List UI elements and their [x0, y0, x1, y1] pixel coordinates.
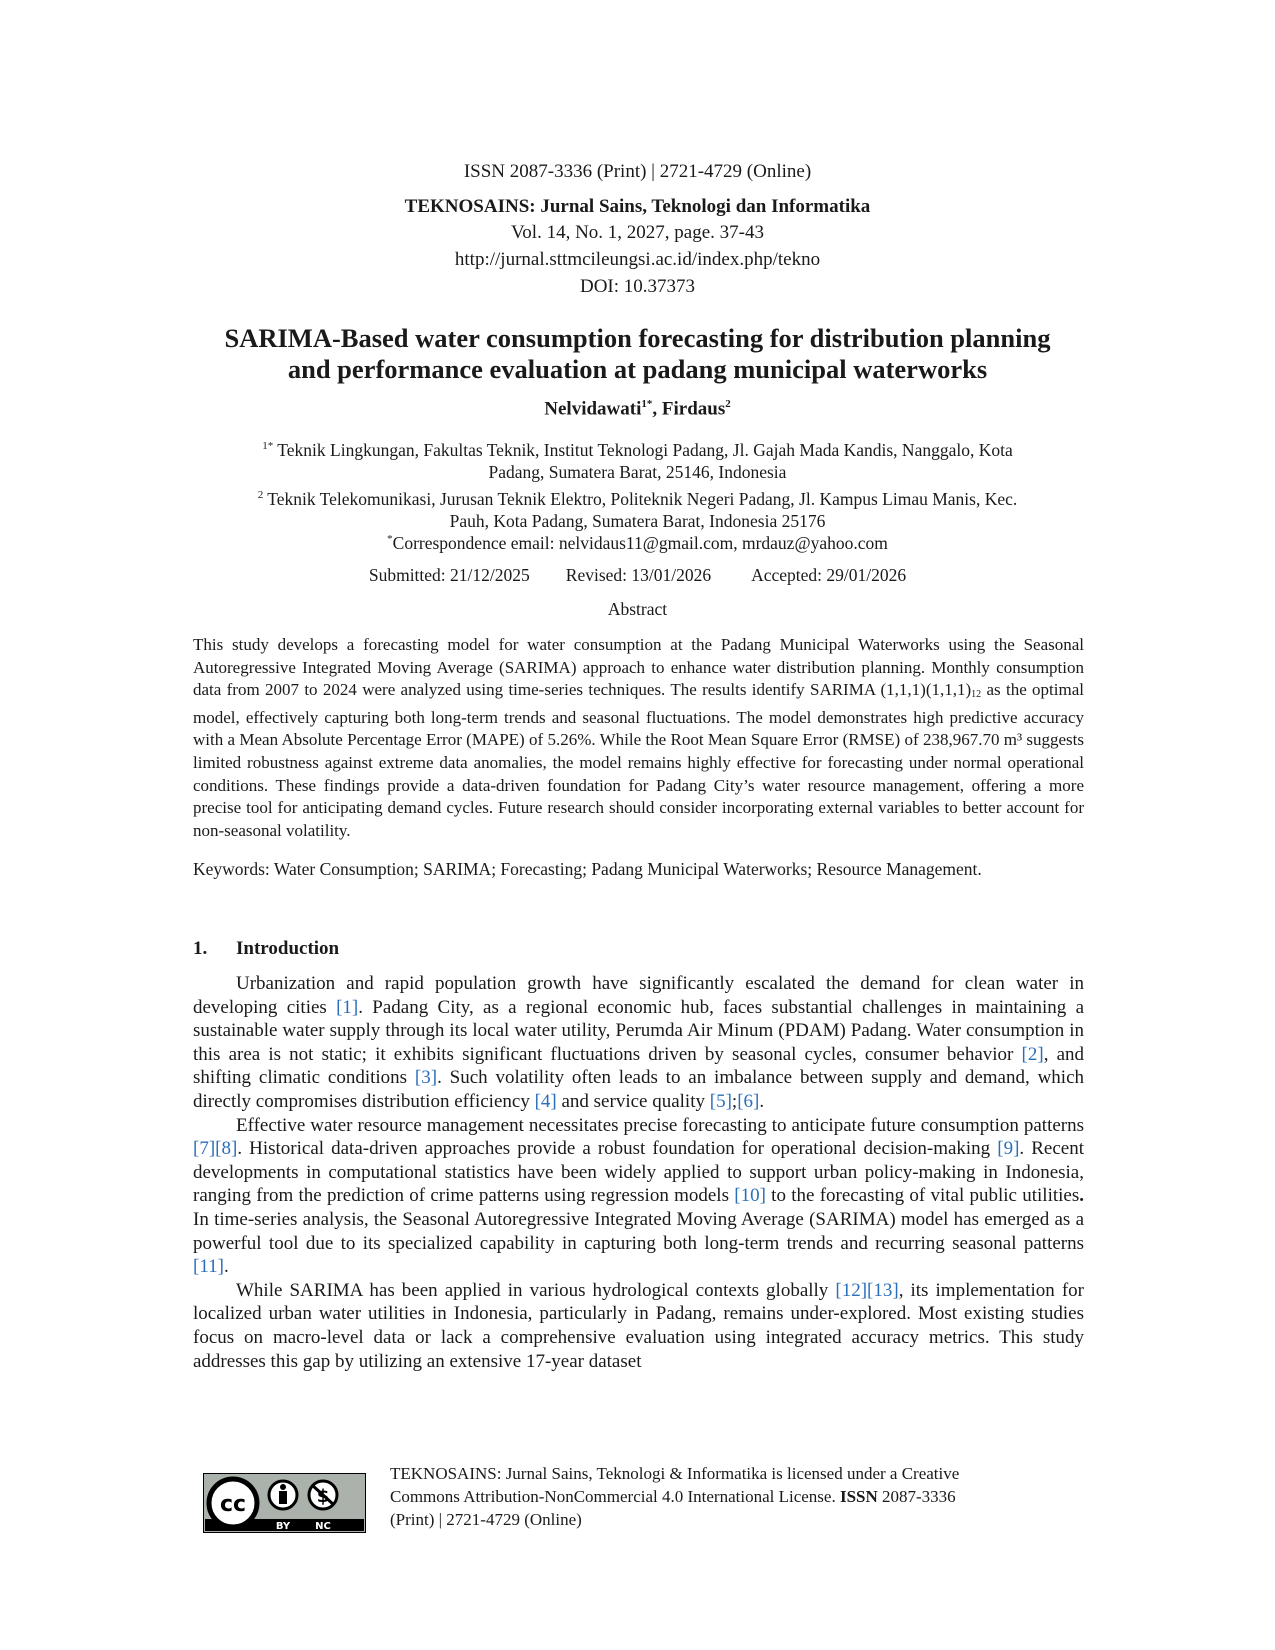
license-line: TEKNOSAINS: Jurnal Sains, Teknologi & In… — [390, 1464, 960, 1483]
section-title: Introduction — [236, 938, 340, 959]
journal-name: TEKNOSAINS: Jurnal Sains, Teknologi dan … — [404, 196, 871, 217]
license-line: (Print) | 2721-4729 (Online) — [390, 1510, 582, 1529]
correspondence-text: Correspondence email: nelvidaus11@gmail.… — [392, 533, 888, 553]
license-footer: TEKNOSAINS: Jurnal Sains, Teknologi & In… — [390, 1462, 1070, 1531]
paper-title: SARIMA-Based water consumption forecasti… — [0, 323, 1275, 385]
section-heading-introduction: 1. Introduction — [193, 938, 339, 960]
affiliation-mark: 2 — [257, 488, 264, 501]
nc-badge-text: NC — [315, 1521, 331, 1532]
accepted-date: Accepted: 29/01/2026 — [751, 565, 907, 585]
section-number: 1. — [193, 938, 208, 959]
license-line: Commons Attribution-NonCommercial 4.0 In… — [390, 1487, 956, 1506]
volume-info: Vol. 14, No. 1, 2027, page. 37-43 — [511, 222, 764, 243]
citation-link[interactable]: [10] — [734, 1185, 766, 1207]
citation-link[interactable]: [3] — [414, 1067, 438, 1089]
affiliation-1-line1: 1* Teknik Lingkungan, Fakultas Teknik, I… — [0, 435, 1275, 461]
author-affiliation-mark: 2 — [725, 398, 731, 410]
submitted-date: Submitted: 21/12/2025 — [368, 565, 530, 585]
abstract-heading: Abstract — [607, 599, 668, 619]
correspondence-email: *Correspondence email: nelvidaus11@gmail… — [0, 533, 1275, 554]
cc-by-nc-license-icon[interactable]: cc $ BY NC — [203, 1473, 366, 1533]
journal-url[interactable]: http://jurnal.sttmcileungsi.ac.id/index.… — [454, 249, 821, 270]
citation-link[interactable]: [12][13] — [835, 1279, 899, 1301]
abstract-text-part: This study develops a forecasting model … — [193, 635, 1084, 700]
author-separator: , — [652, 398, 662, 420]
cc-badge-text: cc — [220, 1492, 246, 1517]
author-list: Nelvidawati1*, Firdaus2 — [0, 398, 1275, 420]
citation-link[interactable]: [4] — [534, 1090, 557, 1112]
affiliation-2-line2: Pauh, Kota Padang, Sumatera Barat, Indon… — [449, 511, 826, 532]
introduction-body: Urbanization and rapid population growth… — [193, 972, 1084, 1373]
citation-link[interactable]: [2] — [1021, 1043, 1044, 1065]
citation-link[interactable]: [7][8] — [193, 1138, 238, 1160]
correspondence-mark: * — [387, 533, 393, 546]
doi[interactable]: DOI: 10.37373 — [579, 276, 696, 297]
affiliation-text: Teknik Telekomunikasi, Jurusan Teknik El… — [263, 488, 1018, 509]
paper-title-line2: and performance evaluation at padang mun… — [287, 354, 988, 384]
abstract-text: This study develops a forecasting model … — [193, 634, 1084, 842]
author-affiliation-mark: 1* — [641, 398, 653, 410]
citation-link[interactable]: [11] — [193, 1256, 224, 1278]
author-name: Firdaus — [661, 398, 726, 420]
submission-dates: Submitted: 21/12/2025 Revised: 13/01/2026… — [0, 565, 1275, 586]
affiliation-text: Teknik Lingkungan, Fakultas Teknik, Inst… — [273, 439, 1013, 460]
revised-date: Revised: 13/01/2026 — [565, 565, 712, 585]
affiliation-mark: 1* — [262, 440, 274, 452]
abstract-text-part: as the optimal model, effectively captur… — [193, 680, 1084, 840]
paragraph: Effective water resource management nece… — [193, 1114, 1084, 1278]
citation-link[interactable]: [5] — [709, 1090, 732, 1112]
issn-line: ISSN 2087-3336 (Print) | 2721-4729 (Onli… — [463, 161, 812, 182]
seasonal-period-subscript: 12 — [971, 689, 982, 701]
paper-title-line1: SARIMA-Based water consumption forecasti… — [224, 323, 1051, 353]
citation-link[interactable]: [6] — [737, 1090, 760, 1112]
affiliations: 1* Teknik Lingkungan, Fakultas Teknik, I… — [0, 435, 1275, 533]
citation-link[interactable]: [9] — [997, 1138, 1020, 1160]
affiliation-2-line1: 2 Teknik Telekomunikasi, Jurusan Teknik … — [0, 484, 1275, 510]
paragraph: Urbanization and rapid population growth… — [193, 973, 1085, 1112]
by-badge-text: BY — [276, 1521, 291, 1532]
paragraph: While SARIMA has been applied in various… — [193, 1279, 1084, 1372]
author-name: Nelvidawati — [544, 398, 642, 420]
affiliation-1-line2: Padang, Sumatera Barat, 25146, Indonesia — [488, 462, 787, 483]
citation-link[interactable]: [1] — [336, 996, 359, 1018]
keywords: Keywords: Water Consumption; SARIMA; For… — [193, 859, 982, 879]
